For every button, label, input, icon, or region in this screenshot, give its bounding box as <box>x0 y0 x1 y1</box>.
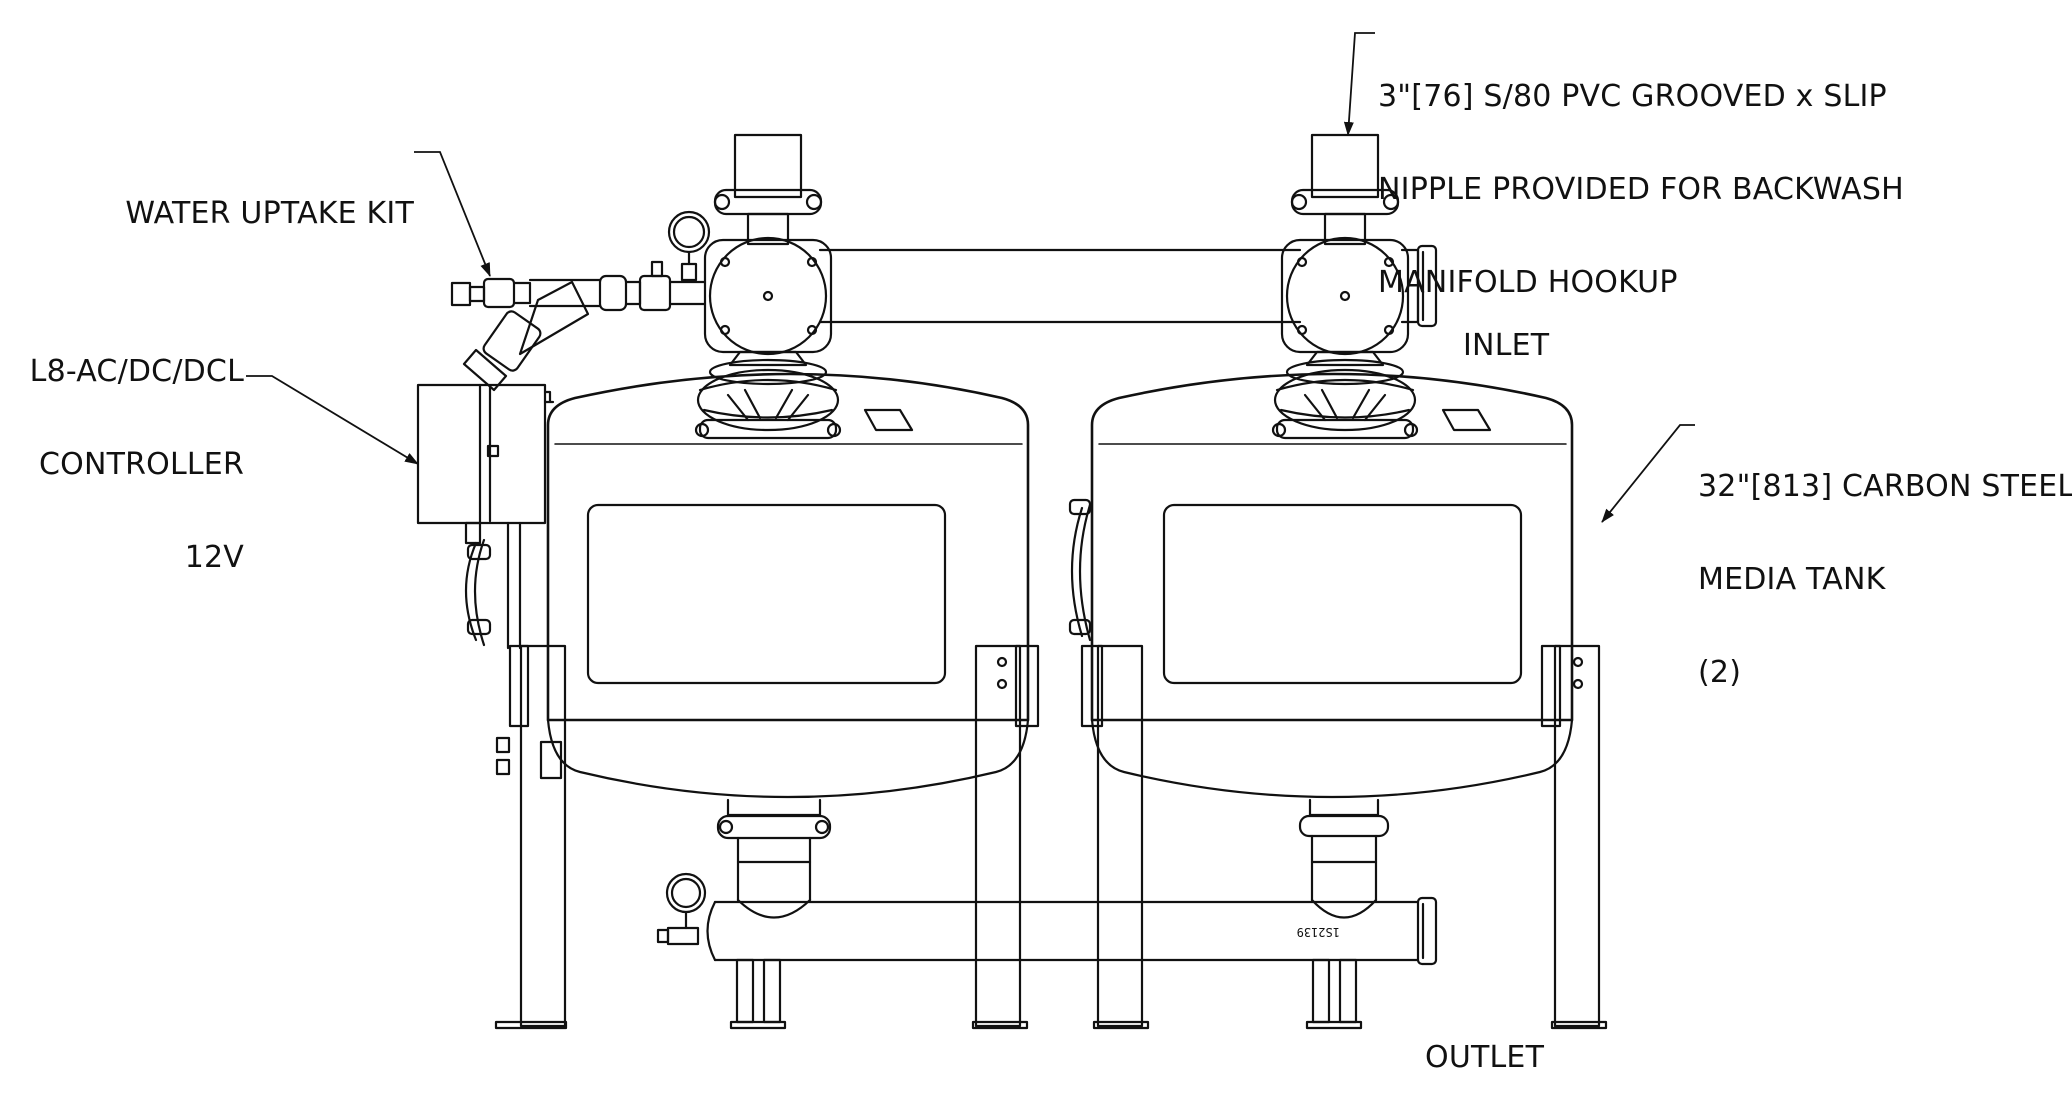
callout-line: MEDIA TANK <box>1698 562 1886 597</box>
callout-backwash-nipple: 3"[76] S/80 PVC GROOVED x SLIP NIPPLE PR… <box>1378 19 1904 329</box>
leader-nipple <box>1343 32 1375 136</box>
pipe-mark: 1S2139 <box>1297 925 1340 939</box>
outlet-manifold <box>656 860 1438 966</box>
backwash-valve-left <box>694 133 842 440</box>
inlet-manifold <box>818 244 1438 328</box>
callout-line: 32"[813] CARBON STEEL <box>1698 469 2072 504</box>
label-outlet: OUTLET <box>1425 980 1544 1104</box>
leader-tank <box>1601 424 1695 523</box>
water-uptake-kit <box>450 210 711 392</box>
leader-controller <box>246 375 419 465</box>
callout-line: WATER UPTAKE KIT <box>125 196 414 231</box>
label-inlet: INLET <box>1463 268 1549 392</box>
filter-assembly-drawing: 1S2139 <box>246 32 1695 1030</box>
callout-line: (2) <box>1698 655 1742 690</box>
media-tank-left <box>546 372 1030 864</box>
callout-line: 3"[76] S/80 PVC GROOVED x SLIP <box>1378 79 1887 114</box>
tank-legs <box>494 644 1608 1030</box>
callout-line: CONTROLLER <box>38 447 244 482</box>
backwash-valve-right <box>1271 133 1419 440</box>
callout-line: INLET <box>1463 328 1550 363</box>
callout-line: L8-AC/DC/DCL <box>29 354 244 389</box>
callout-controller: L8-AC/DC/DCL CONTROLLER 12V <box>30 294 244 604</box>
callout-media-tank: 32"[813] CARBON STEEL MEDIA TANK (2) <box>1698 409 2072 719</box>
callout-line: MANIFOLD HOOKUP <box>1378 265 1678 300</box>
leader-uptake <box>414 151 491 277</box>
controller-box <box>416 383 555 650</box>
media-tank-right <box>1090 372 1574 864</box>
callout-line: OUTLET <box>1425 1040 1545 1075</box>
callout-water-uptake-kit: WATER UPTAKE KIT <box>125 136 414 260</box>
callout-line: NIPPLE PROVIDED FOR BACKWASH <box>1378 172 1904 207</box>
tank-side-fitting <box>1068 498 1092 642</box>
callout-line: 12V <box>184 540 244 575</box>
